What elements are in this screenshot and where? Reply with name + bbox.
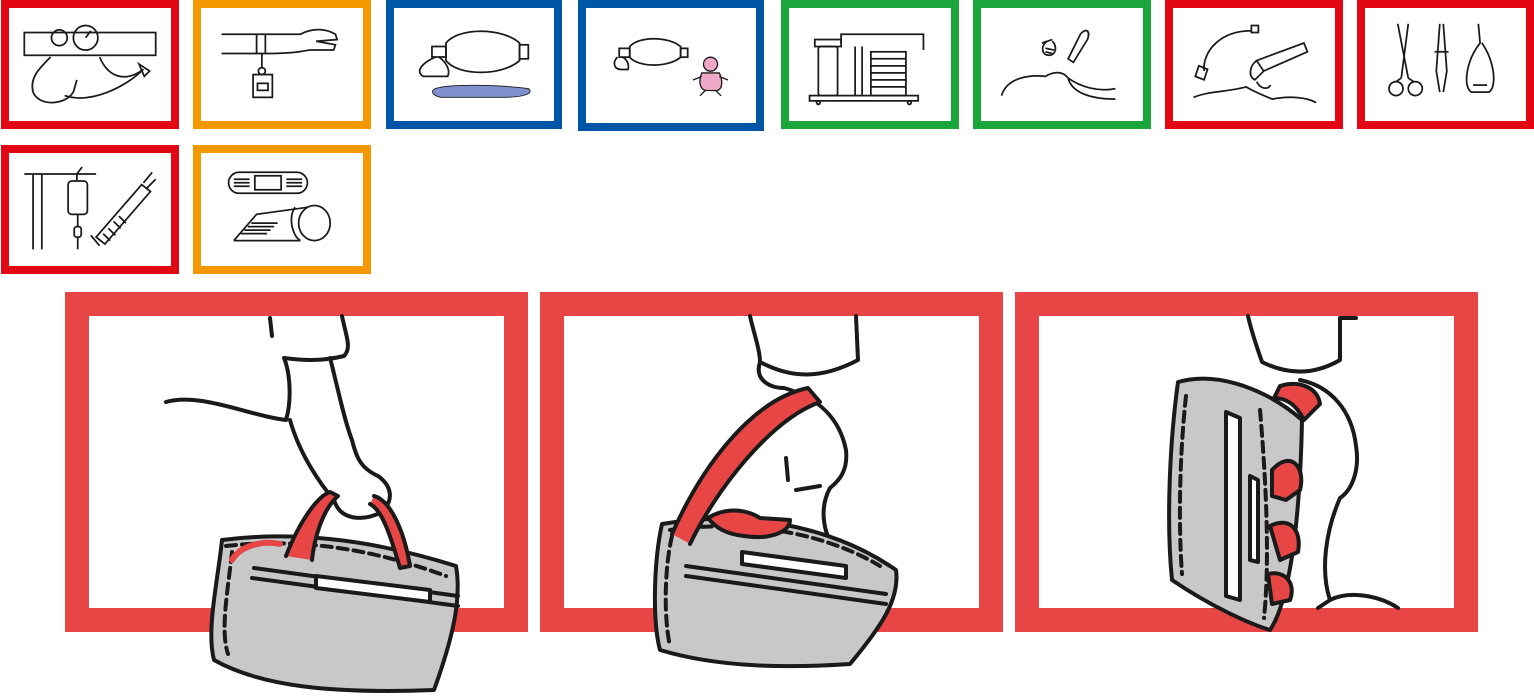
tile-manual-suction: [973, 0, 1151, 129]
tile-bandage: [193, 145, 371, 274]
infant-bag-valve-mask-icon: [613, 37, 729, 97]
tile-wrist-tag: [193, 0, 371, 129]
panel-hand-carry: [65, 292, 528, 632]
adult-bag-valve-mask-icon: [418, 30, 531, 98]
iv-drip-syringe-icon: [24, 166, 157, 250]
tile-adult-bvm: [386, 0, 562, 129]
laryngoscope-intubation-icon: [1193, 24, 1317, 104]
manual-suction-icon: [1000, 29, 1116, 100]
blood-pressure-stethoscope-icon: [23, 24, 157, 104]
panel-shoulder-carry: [540, 292, 1003, 632]
bandage-gauze-icon: [227, 171, 332, 242]
tile-iv-syringe: [1, 145, 179, 274]
suction-pump-icon: [808, 33, 925, 106]
panel-backpack-carry: [1015, 292, 1478, 632]
tile-surgical-tools: [1357, 0, 1534, 129]
tile-infant-bvm: [578, 0, 764, 131]
surgical-instruments-icon: [1388, 23, 1495, 97]
tile-laryngoscope: [1165, 0, 1343, 129]
wrist-id-tag-icon: [221, 28, 339, 99]
tile-blood-pressure: [1, 0, 179, 129]
tile-suction-pump: [781, 0, 959, 129]
